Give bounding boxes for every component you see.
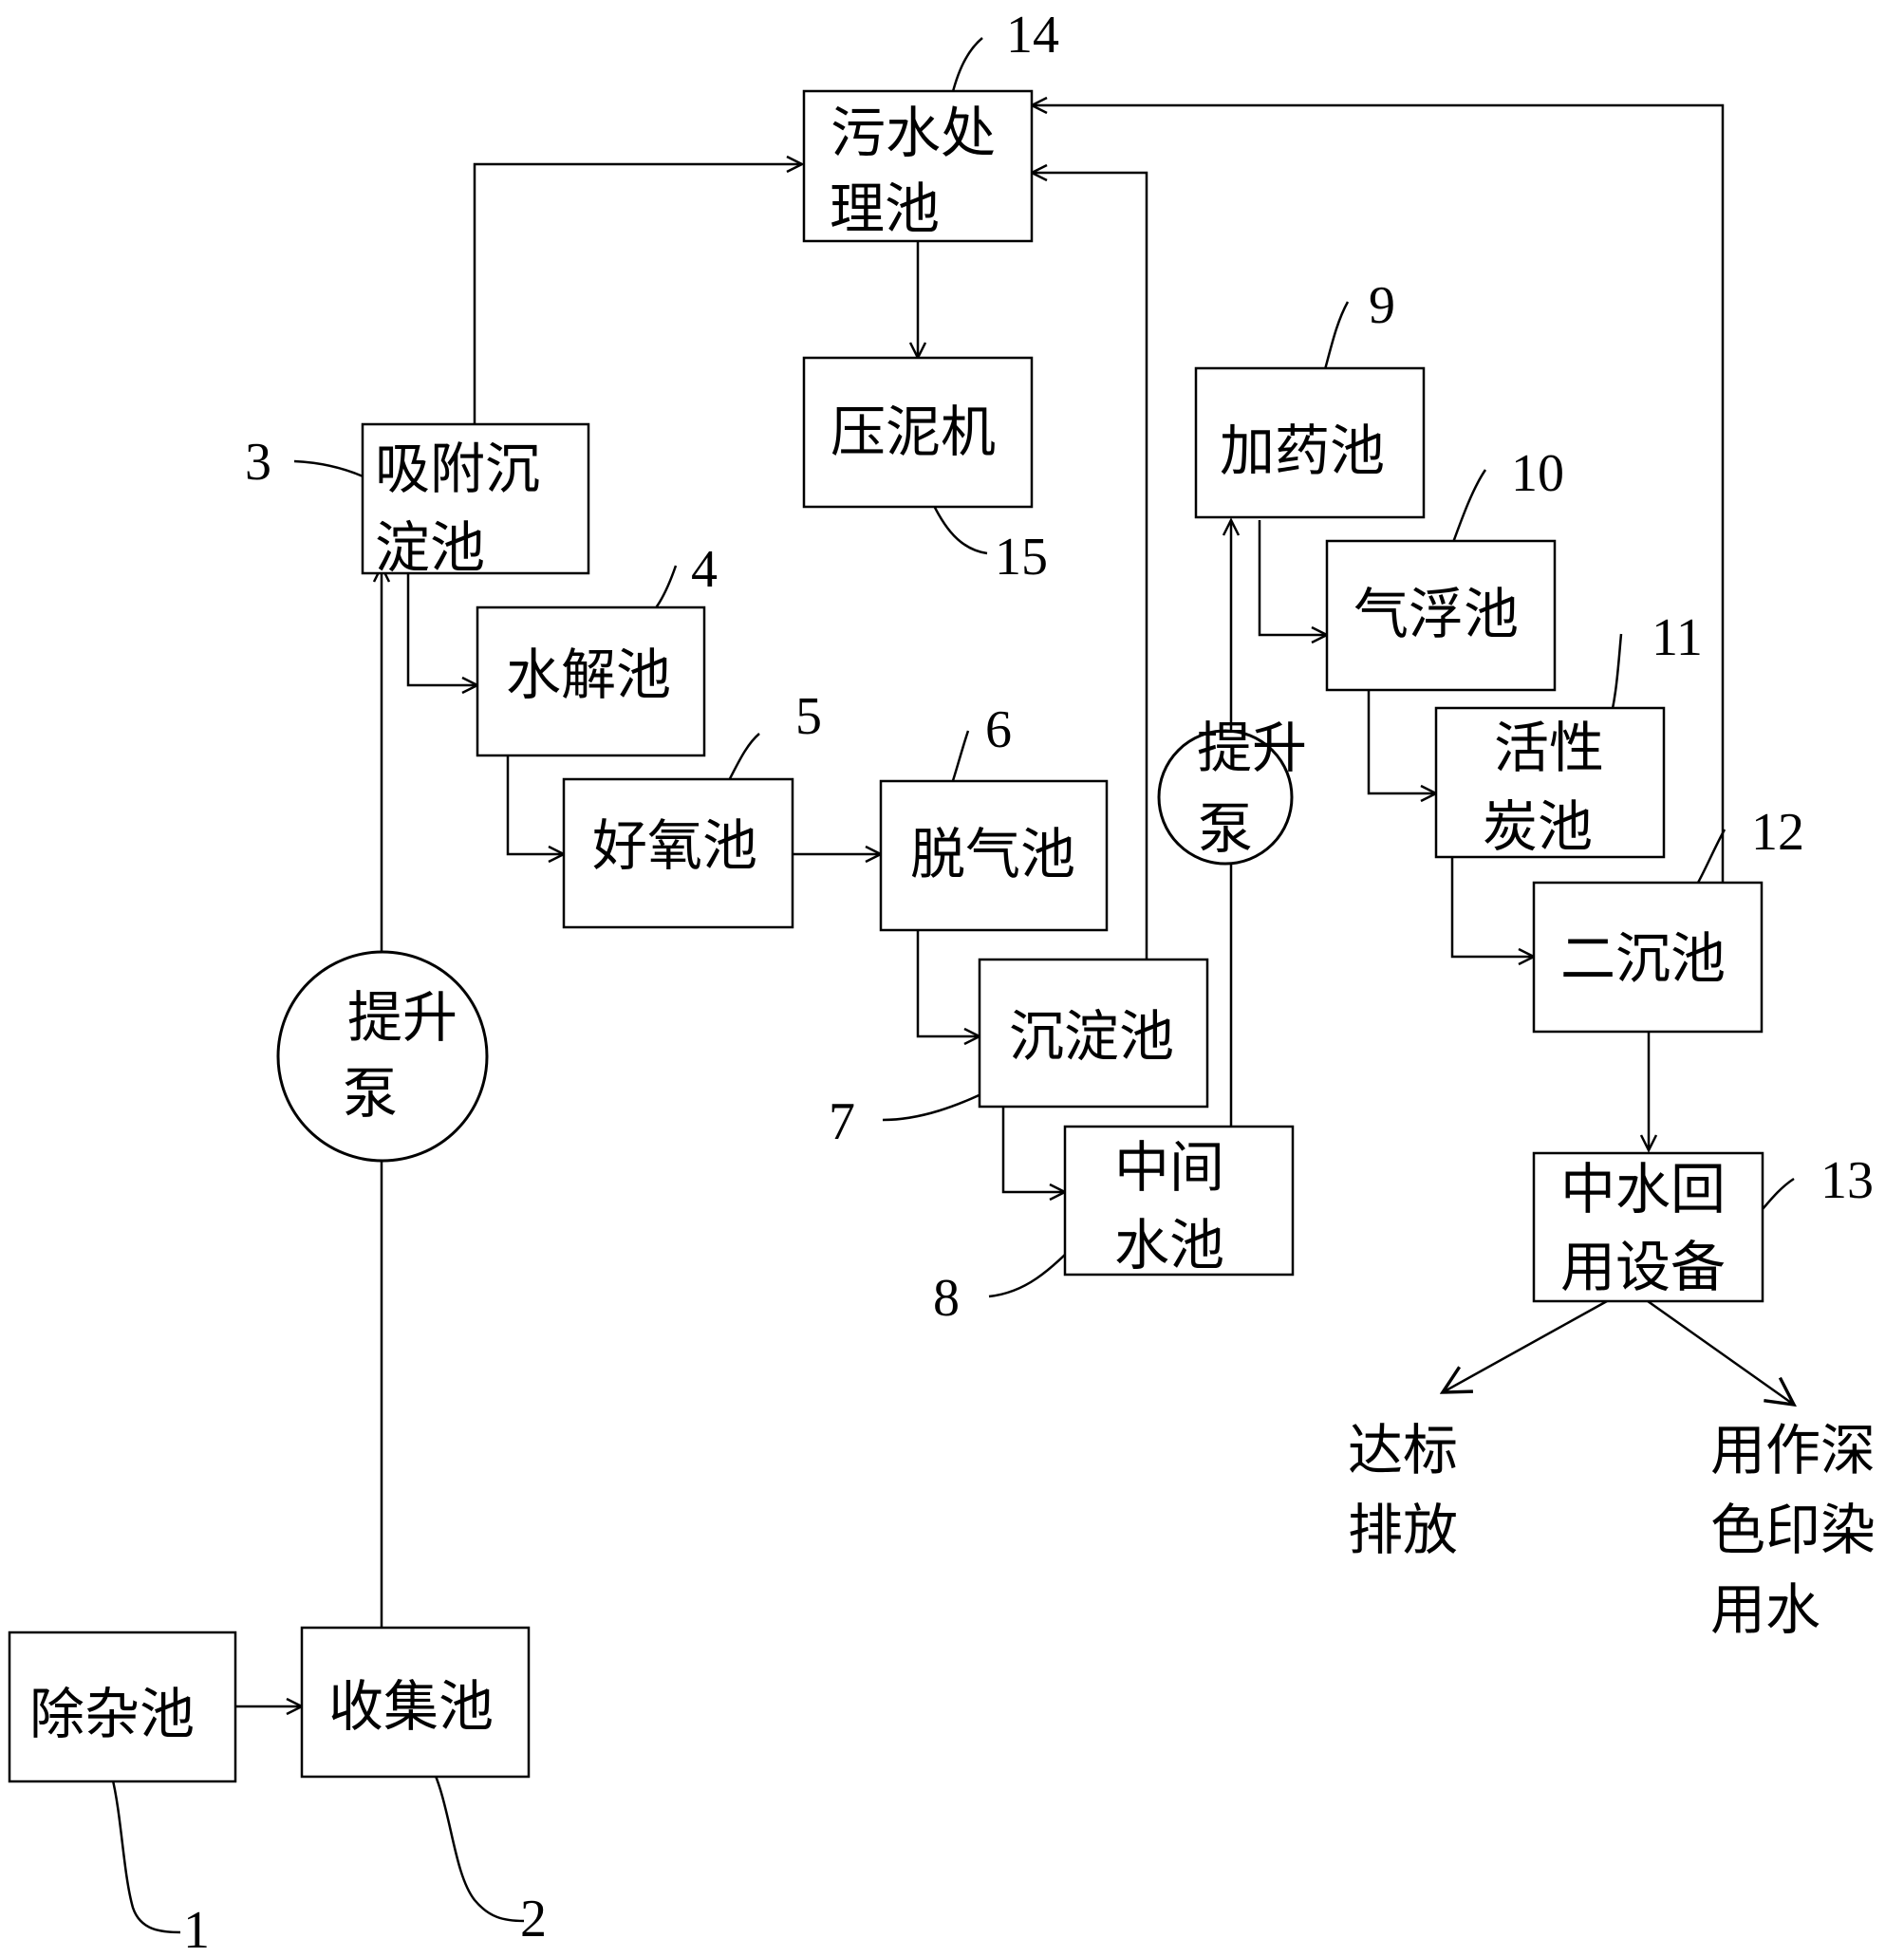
- box-label: 淀池: [375, 515, 485, 580]
- box-sedimentation-pool: 沉淀池: [978, 958, 1209, 1109]
- flow-connectors: [235, 105, 1794, 1706]
- box-adsorption-sedimentation-pool: 吸附沉 淀池: [361, 422, 590, 580]
- ref-number-12: 12: [1751, 803, 1804, 862]
- box-label: 收集池: [328, 1674, 494, 1739]
- flow-6-to-7: [916, 927, 980, 1036]
- leader-1: [110, 1776, 181, 1934]
- ref-number-6: 6: [985, 700, 1012, 759]
- ref-number-9: 9: [1369, 276, 1395, 335]
- flow-13-to-output2: [1647, 1299, 1794, 1405]
- box-dosing-pool: 加药池: [1194, 366, 1426, 519]
- flow-7-to-8: [1001, 1107, 1065, 1192]
- output-discharge-to-standard: 达标 排放: [1348, 1418, 1458, 1562]
- box-label: 炭池: [1483, 794, 1593, 859]
- output-label: 用作深: [1710, 1418, 1876, 1482]
- lift-pump-1: 提升 泵: [276, 950, 489, 1163]
- ref-number-15: 15: [995, 528, 1048, 587]
- box-secondary-sedimentation-pool: 二沉池: [1532, 881, 1764, 1034]
- output-label: 用水: [1710, 1577, 1820, 1642]
- ref-number-3: 3: [245, 433, 271, 492]
- ref-number-5: 5: [795, 687, 822, 746]
- ref-number-7: 7: [829, 1092, 855, 1151]
- ref-number-11: 11: [1652, 608, 1703, 667]
- box-label: 活性: [1494, 716, 1604, 780]
- lift-pump-2: 提升 泵: [1157, 716, 1307, 866]
- box-degassing-pool: 脱气池: [879, 779, 1109, 932]
- box-activated-carbon-pool: 活性 炭池: [1434, 706, 1666, 859]
- box-air-flotation-pool: 气浮池: [1325, 539, 1557, 692]
- reference-numbers: 1 2 3 4 5 6 7 8 9 10 11 12 13 14 15: [183, 6, 1874, 1957]
- box-label: 气浮池: [1353, 582, 1519, 646]
- ref-number-14: 14: [1006, 6, 1059, 65]
- flow-11-to-12: [1450, 857, 1534, 957]
- box-label: 二沉池: [1560, 926, 1726, 991]
- box-label: 加药池: [1220, 419, 1385, 483]
- flow-10-to-11: [1367, 690, 1436, 793]
- output-reuse-dark-dyeing-water: 用作深 色印染 用水: [1710, 1418, 1876, 1642]
- box-label: 除杂池: [29, 1682, 195, 1746]
- box-hydrolysis-pool: 水解池: [476, 606, 706, 757]
- flow-3-to-14: [473, 164, 802, 424]
- pump-label: 泵: [343, 1061, 398, 1126]
- box-label: 水池: [1114, 1213, 1224, 1277]
- box-label: 脱气池: [910, 822, 1075, 886]
- box-label: 用设备: [1560, 1235, 1726, 1299]
- output-label: 达标: [1348, 1418, 1458, 1482]
- flow-13-to-output1: [1443, 1299, 1608, 1392]
- box-label: 中间: [1114, 1135, 1224, 1200]
- box-collection-pool: 收集池: [300, 1626, 531, 1779]
- flow-3-to-4: [406, 573, 477, 685]
- box-aerobic-pool: 好氧池: [562, 777, 794, 929]
- box-label: 压泥机: [831, 400, 996, 464]
- ref-number-13: 13: [1820, 1151, 1874, 1210]
- box-label: 中水回: [1560, 1157, 1726, 1221]
- flow-12-to-14: [1032, 105, 1725, 883]
- leader-2: [422, 1753, 525, 1923]
- flow-9-to-10: [1258, 520, 1327, 635]
- box-sludge-press: 压泥机: [802, 356, 1034, 509]
- ref-number-4: 4: [691, 540, 718, 599]
- box-label: 理池: [830, 177, 940, 241]
- flow-7-to-14: [1032, 173, 1148, 960]
- box-reclaimed-water-equipment: 中水回 用设备: [1532, 1151, 1764, 1303]
- ref-number-10: 10: [1511, 444, 1564, 503]
- box-label: 污水处: [831, 101, 996, 165]
- ref-number-8: 8: [933, 1269, 960, 1328]
- leader-7: [882, 1087, 994, 1122]
- output-label: 色印染: [1710, 1498, 1876, 1562]
- ref-number-2: 2: [520, 1890, 547, 1948]
- box-intermediate-water-pool: 中间 水池: [1063, 1125, 1295, 1277]
- output-label: 排放: [1348, 1498, 1458, 1562]
- pump-label: 泵: [1198, 796, 1253, 861]
- ref-number-1: 1: [183, 1901, 210, 1957]
- pump-label: 提升: [347, 985, 457, 1050]
- flow-4-to-5: [506, 755, 564, 854]
- box-label: 沉淀池: [1009, 1004, 1174, 1069]
- box-label: 吸附沉: [375, 437, 540, 501]
- box-remove-impurities-pool: 除杂池: [8, 1631, 237, 1783]
- pump-label: 提升: [1197, 716, 1307, 780]
- box-sewage-treatment-pool: 污水处 理池: [802, 89, 1034, 243]
- box-label: 水解池: [506, 643, 671, 707]
- box-label: 好氧池: [592, 813, 757, 878]
